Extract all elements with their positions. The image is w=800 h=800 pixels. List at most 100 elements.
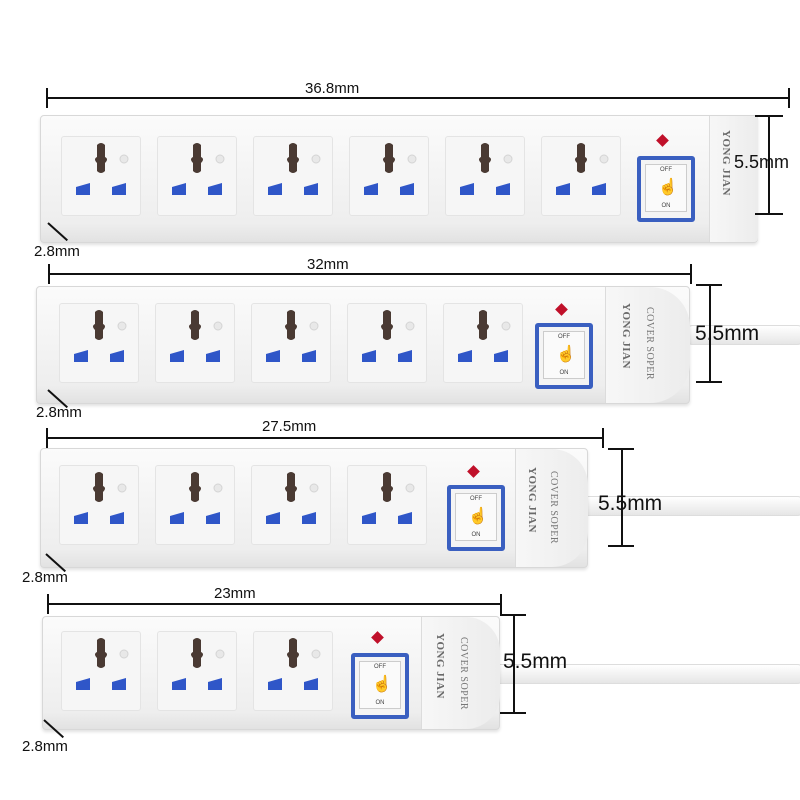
power-switch: OFF☝ON <box>637 156 695 222</box>
outlet <box>347 465 427 545</box>
hand-icon: ☝ <box>556 346 576 363</box>
depth-label: 2.8mm <box>34 243 80 260</box>
earth-slot <box>285 310 297 340</box>
outlet <box>253 136 333 216</box>
outlet <box>347 303 427 383</box>
end-cap: YONG JIAN COVER SOPER <box>605 287 690 403</box>
live-slot <box>592 183 606 195</box>
live-slot <box>398 350 412 362</box>
power-strip-4: OFF☝ON YONG JIAN COVER SOPER <box>40 448 588 568</box>
end-cap: YONG JIAN <box>709 116 758 242</box>
shutter-hole <box>503 154 513 164</box>
earth-slot <box>477 310 489 340</box>
shutter-hole <box>405 483 415 493</box>
power-switch: OFF☝ON <box>447 485 505 551</box>
outlet-face-icon <box>556 143 609 195</box>
hand-icon: ☝ <box>658 179 678 196</box>
power-indicator-led <box>656 134 669 147</box>
length-label: 32mm <box>307 256 349 273</box>
earth-slot <box>189 472 201 502</box>
earth-slot <box>383 143 395 173</box>
live-slot <box>302 350 316 362</box>
outlet-face-icon <box>74 472 127 524</box>
live-slot <box>494 350 508 362</box>
earth-slot <box>287 143 299 173</box>
outlet <box>157 631 237 711</box>
live-slot <box>266 512 280 524</box>
live-slot <box>110 512 124 524</box>
height-label: 5.5mm <box>503 650 568 673</box>
earth-slot <box>189 310 201 340</box>
live-slot <box>76 183 90 195</box>
outlet <box>251 303 331 383</box>
live-slot <box>172 678 186 690</box>
depth-label: 2.8mm <box>36 404 82 421</box>
depth-label: 2.8mm <box>22 738 68 755</box>
live-slot <box>268 678 282 690</box>
outlet <box>155 303 235 383</box>
live-slot <box>460 183 474 195</box>
live-slot <box>110 350 124 362</box>
live-slot <box>266 350 280 362</box>
shutter-hole <box>215 154 225 164</box>
outlet-face-icon <box>74 310 127 362</box>
outlet <box>157 136 237 216</box>
live-slot <box>362 350 376 362</box>
shutter-hole <box>405 321 415 331</box>
shutter-hole <box>119 154 129 164</box>
shutter-hole <box>213 321 223 331</box>
live-slot <box>362 512 376 524</box>
earth-slot <box>93 310 105 340</box>
shutter-hole <box>215 649 225 659</box>
earth-slot <box>575 143 587 173</box>
live-slot <box>400 183 414 195</box>
outlet <box>349 136 429 216</box>
outlet <box>251 465 331 545</box>
live-slot <box>74 512 88 524</box>
live-slot <box>304 183 318 195</box>
outlet <box>61 136 141 216</box>
live-slot <box>556 183 570 195</box>
shutter-hole <box>117 321 127 331</box>
length-label: 36.8mm <box>305 80 360 97</box>
shutter-hole <box>213 483 223 493</box>
shutter-hole <box>599 154 609 164</box>
earth-slot <box>287 638 299 668</box>
outlet-face-icon <box>460 143 513 195</box>
end-cap: YONG JIAN COVER SOPER <box>421 617 500 729</box>
live-slot <box>112 678 126 690</box>
power-indicator-led <box>467 465 480 478</box>
live-slot <box>208 678 222 690</box>
length-label: 27.5mm <box>262 418 317 435</box>
outlet-face-icon <box>172 638 225 690</box>
outlet-face-icon <box>268 143 321 195</box>
earth-slot <box>191 638 203 668</box>
live-slot <box>206 512 220 524</box>
live-slot <box>268 183 282 195</box>
live-slot <box>364 183 378 195</box>
shutter-hole <box>311 154 321 164</box>
live-slot <box>172 183 186 195</box>
earth-slot <box>381 310 393 340</box>
earth-slot <box>381 472 393 502</box>
hand-icon: ☝ <box>372 676 392 693</box>
shutter-hole <box>119 649 129 659</box>
outlet-face-icon <box>458 310 511 362</box>
outlet <box>59 303 139 383</box>
end-cap: YONG JIAN COVER SOPER <box>515 449 588 567</box>
shutter-hole <box>501 321 511 331</box>
live-slot <box>398 512 412 524</box>
shutter-hole <box>309 483 319 493</box>
outlet-face-icon <box>364 143 417 195</box>
power-strip-3: OFF☝ON YONG JIAN COVER SOPER <box>42 616 500 730</box>
power-switch: OFF☝ON <box>351 653 409 719</box>
live-slot <box>458 350 472 362</box>
power-indicator-led <box>371 631 384 644</box>
live-slot <box>170 512 184 524</box>
live-slot <box>112 183 126 195</box>
live-slot <box>496 183 510 195</box>
outlet <box>445 136 525 216</box>
outlet-face-icon <box>76 638 129 690</box>
outlet <box>253 631 333 711</box>
live-slot <box>76 678 90 690</box>
